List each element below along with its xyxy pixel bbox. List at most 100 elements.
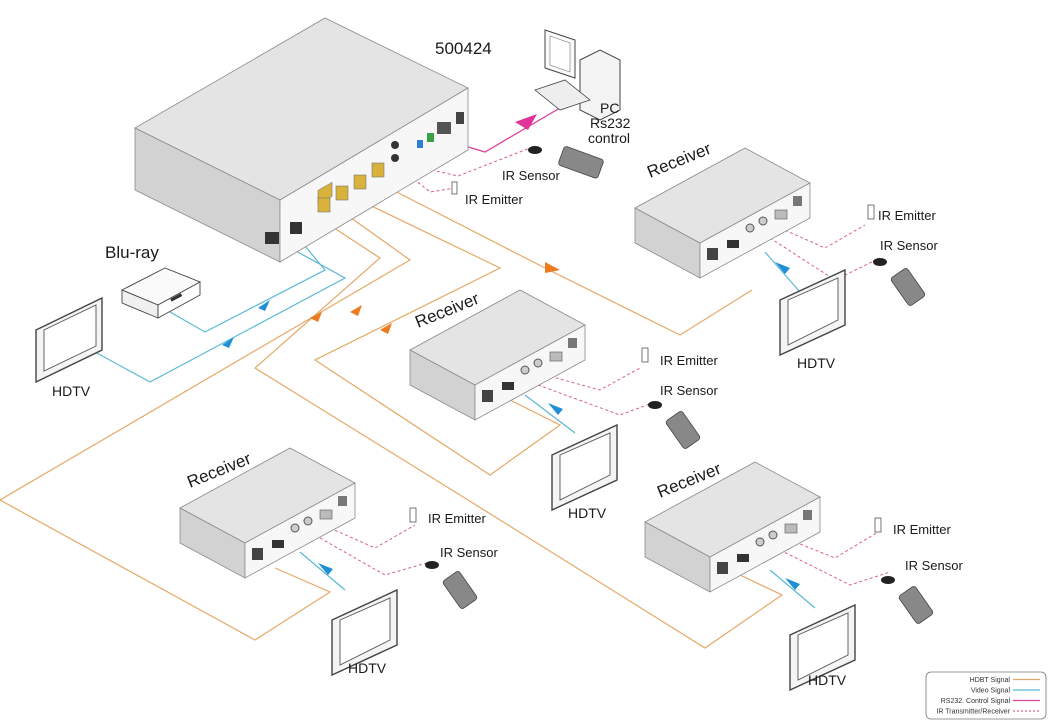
ir-jack [290,523,300,533]
receiver-hdtv [779,268,846,357]
local-hdtv [35,296,103,384]
video-arrow [548,403,563,415]
ir-cable-tx-emitter [404,171,456,193]
ir-sensor-icon [873,258,887,266]
pc-rs232-label: Rs232 [590,115,631,131]
transmitter-500424[interactable] [134,17,469,263]
ir-emitter-icon [867,204,875,220]
ir-sensor-label: IR Sensor [440,545,498,560]
ir-jack [758,216,768,226]
hdmi-out-port [502,382,514,390]
ir-jack [768,530,778,540]
ir-emitter-icon [451,181,458,195]
ir-jack [391,141,399,149]
receiver-hdtv [331,588,398,677]
local-hdtv-label: HDTV [52,383,91,399]
hdbt-cable-receiver-2 [313,197,562,476]
hdbt-arrow [545,262,560,273]
ir-sensor-icon [425,561,439,569]
remote-control-icon [558,146,604,179]
hdbt-in-port [707,248,718,260]
hdmi-loop-port [265,232,279,244]
ir-jack [745,223,755,233]
video-cable-bluray [169,239,326,333]
hdbt-arrow [350,305,362,316]
hdbt-in-port [252,548,263,560]
ir-emitter-label: IR Emitter [878,208,936,223]
hdbt-in-port [717,562,728,574]
ir-cable-tx-sensor [409,147,531,177]
ir-cable-rx3-emitter [329,524,416,549]
video-arrow [258,300,270,311]
signal-arrows [222,114,800,590]
video-cables [94,239,816,609]
video-arrow [785,578,800,590]
hdmi-out-port [737,554,749,562]
hdtv-label: HDTV [808,672,847,688]
ir-cable-rx1-sensor [769,237,881,281]
ir-sensor-label: IR Sensor [880,238,938,253]
video-cable-local-tv [94,244,347,383]
ir-sensor-icon [648,401,662,409]
hdtv-label: HDTV [568,505,607,521]
ir-cable-rx3-sensor [319,537,431,576]
video-arrow [222,337,234,348]
ir-jack [391,154,399,162]
ir-emitter-label: IR Emitter [660,353,718,368]
receiver-hdtv [789,603,856,692]
ir-cable-rx2-emitter [544,367,641,391]
dip-switch [417,140,423,148]
ir-cable-rx4-sensor [779,549,891,586]
bluray-player [120,267,202,319]
hdbt-arrow [310,312,322,322]
pc-label: PC [600,100,619,116]
hdbt-arrow [380,323,392,334]
tx-ir-sensor-label: IR Sensor [502,168,560,183]
pc-control-label: control [588,130,630,146]
video-cable-rx3 [299,551,346,591]
video-arrow [775,262,790,274]
rs232-terminal [774,209,788,220]
legend-box [925,671,1047,720]
ir-emitter-label: IR Emitter [428,511,486,526]
legend-label: IR Transmitter/Receiver [936,709,1010,716]
rs232-port [437,122,451,134]
remote-control-icon [665,411,701,449]
power-port [803,510,812,520]
power-port [793,196,802,206]
video-arrow [318,563,333,575]
hdmi-out-port [272,540,284,548]
hdbt-cables [0,184,784,649]
ir-cable-rx2-sensor [537,384,656,416]
keyboard-icon [534,79,591,111]
ir-emitter-icon [409,507,417,523]
rs232-terminal [319,509,333,520]
ir-sensor-icon [528,146,542,154]
ir-sensor-icon [881,576,895,584]
ir-jack [755,537,765,547]
bluray-label: Blu-ray [105,243,159,262]
pc-computer [534,29,621,121]
hdbt-cable-receiver-3 [0,209,412,641]
ir-jack [520,365,530,375]
video-cable-rx2 [524,394,576,434]
video-cable-rx4 [769,569,816,609]
tx-ir-emitter-label: IR Emitter [465,192,523,207]
video-cable-rx1 [764,251,801,293]
ir-emitter-label: IR Emitter [893,522,951,537]
hdbt-cable-receiver-4 [253,221,784,649]
hdtv-label: HDTV [797,355,836,371]
hdbt-in-port [482,390,493,402]
hdbt-cable-receiver-1 [382,184,753,336]
ir-jack [533,358,543,368]
power-port [568,338,577,348]
receiver-hdtv [551,423,618,512]
hdbt-ports [317,162,385,213]
hdtv-label: HDTV [348,660,387,676]
